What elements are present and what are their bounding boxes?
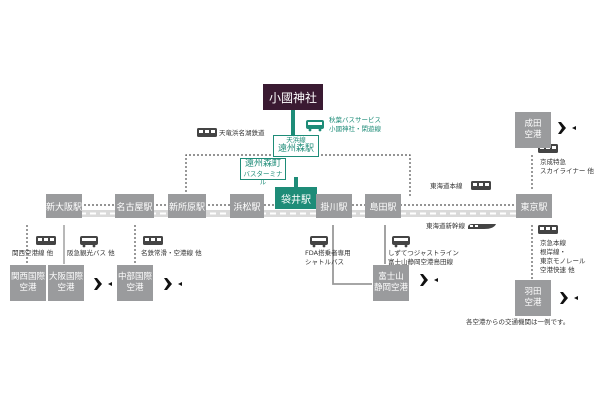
airport-chubu-line2: 空港: [126, 283, 144, 293]
station-shin-tokorohara: 新所原駅: [168, 194, 206, 218]
airport-haneda-line2: 空港: [524, 298, 542, 308]
tokaido-shinkansen-label: 東海道新幹線: [426, 222, 465, 230]
shizutetsu-label: しずてつジャストライン 富士山静岡空港島田線: [388, 249, 459, 267]
enshu-morimachi-sub: バスターミナル: [243, 170, 283, 186]
plane-icon-narita: [552, 122, 576, 134]
footnote: 各空港からの交通機関は一例です。: [466, 318, 570, 326]
airport-fujisan-line2: 静岡空港: [373, 283, 408, 293]
plane-icon-osaka: [88, 278, 112, 290]
bus-icon-fda: [310, 236, 328, 248]
airport-fujisan: 富士山 静岡空港: [373, 265, 409, 301]
airport-kansai-line1: 関西国際: [10, 272, 45, 282]
enshu-mori-station: 天浜線 遠州森駅: [273, 135, 319, 157]
oguni-shrine-box: 小國神社: [263, 84, 323, 110]
airport-kansai: 関西国際 空港: [10, 265, 46, 301]
keikyu-label: 京急本線 根岸線・ 東京モノレール 空港快速 他: [540, 239, 586, 275]
meitetsu-label: 名鉄常滑・空港線 他: [141, 249, 202, 257]
fda-label: FDA搭乗者専用 シャトルバス: [305, 249, 351, 267]
tokaido-line-label: 東海道本線: [430, 182, 463, 190]
kansai-access-label: 関西空港線 他: [12, 249, 54, 257]
keikyu-line2: 根岸線・: [540, 248, 566, 256]
airport-osaka-line2: 空港: [57, 283, 75, 293]
airport-kansai-line2: 空港: [19, 283, 37, 293]
train-icon-meitetsu: [143, 236, 163, 245]
hankyu-label: 阪急観光バス 他: [67, 249, 115, 257]
airport-narita-line1: 成田: [524, 119, 542, 129]
bus-service-line2: 小國神社・閑遊線: [329, 125, 381, 133]
train-icon-keikyu: [538, 225, 558, 234]
airport-haneda: 羽田 空港: [515, 280, 551, 316]
airport-haneda-line1: 羽田: [524, 287, 542, 297]
tenhama-label: 天竜浜名湖鉄道: [219, 129, 265, 137]
keikyu-line3: 東京モノレール: [540, 257, 586, 265]
airport-chubu-line1: 中部国際: [117, 272, 152, 282]
station-fukuroi: 袋井駅: [275, 187, 317, 209]
airport-fujisan-line1: 富士山: [378, 272, 404, 282]
fda-line2: シャトルバス: [305, 258, 344, 266]
shinkansen-icon: [468, 224, 496, 229]
bus-service-label: 秋葉バスサービス 小國神社・閑遊線: [329, 116, 381, 134]
keisei-line1: 京成特急: [540, 158, 566, 166]
enshu-morimachi-terminal: 遠州森町 バスターミナル: [240, 158, 286, 186]
keisei-label: 京成特急 スカイライナー 他: [540, 158, 594, 176]
train-icon-tenhama: [197, 128, 217, 137]
airport-osaka-line1: 大阪国際: [48, 272, 83, 282]
station-shimada: 島田駅: [365, 194, 401, 218]
plane-icon-fujisan: [414, 274, 438, 286]
station-tokyo: 東京駅: [516, 194, 552, 218]
fda-link: [332, 225, 372, 285]
enshu-mori-line: 天浜線: [286, 136, 306, 144]
keisei-line2: スカイライナー 他: [540, 167, 594, 175]
station-kakegawa: 掛川駅: [316, 194, 352, 218]
airport-narita-line2: 空港: [524, 130, 542, 140]
bus-service-line1: 秋葉バスサービス: [329, 116, 381, 124]
shizutetsu-line1: しずてつジャストライン: [388, 249, 459, 257]
shizutetsu-line2: 富士山静岡空港島田線: [388, 258, 453, 266]
train-icon-tokaido: [471, 181, 491, 190]
plane-icon-chubu: [158, 278, 182, 290]
bus-icon-shimada: [392, 236, 410, 248]
station-hamamatsu: 浜松駅: [230, 194, 264, 218]
airport-osaka: 大阪国際 空港: [48, 265, 84, 301]
keikyu-line4: 空港快速 他: [540, 266, 575, 274]
plane-icon-haneda: [554, 292, 578, 304]
bus-icon-hankyu: [80, 236, 98, 248]
station-shin-osaka: 新大阪駅: [46, 194, 82, 218]
station-nagoya: 名古屋駅: [115, 194, 154, 218]
enshu-mori-name: 遠州森駅: [277, 144, 314, 154]
train-icon-kansai: [36, 236, 56, 245]
fda-line1: FDA搭乗者専用: [305, 249, 351, 257]
airport-narita: 成田 空港: [515, 112, 551, 148]
bus-icon-shrine: [306, 120, 324, 132]
airport-chubu: 中部国際 空港: [117, 265, 153, 301]
enshu-morimachi-name: 遠州森町: [244, 159, 281, 169]
keikyu-line1: 京急本線: [540, 239, 566, 247]
